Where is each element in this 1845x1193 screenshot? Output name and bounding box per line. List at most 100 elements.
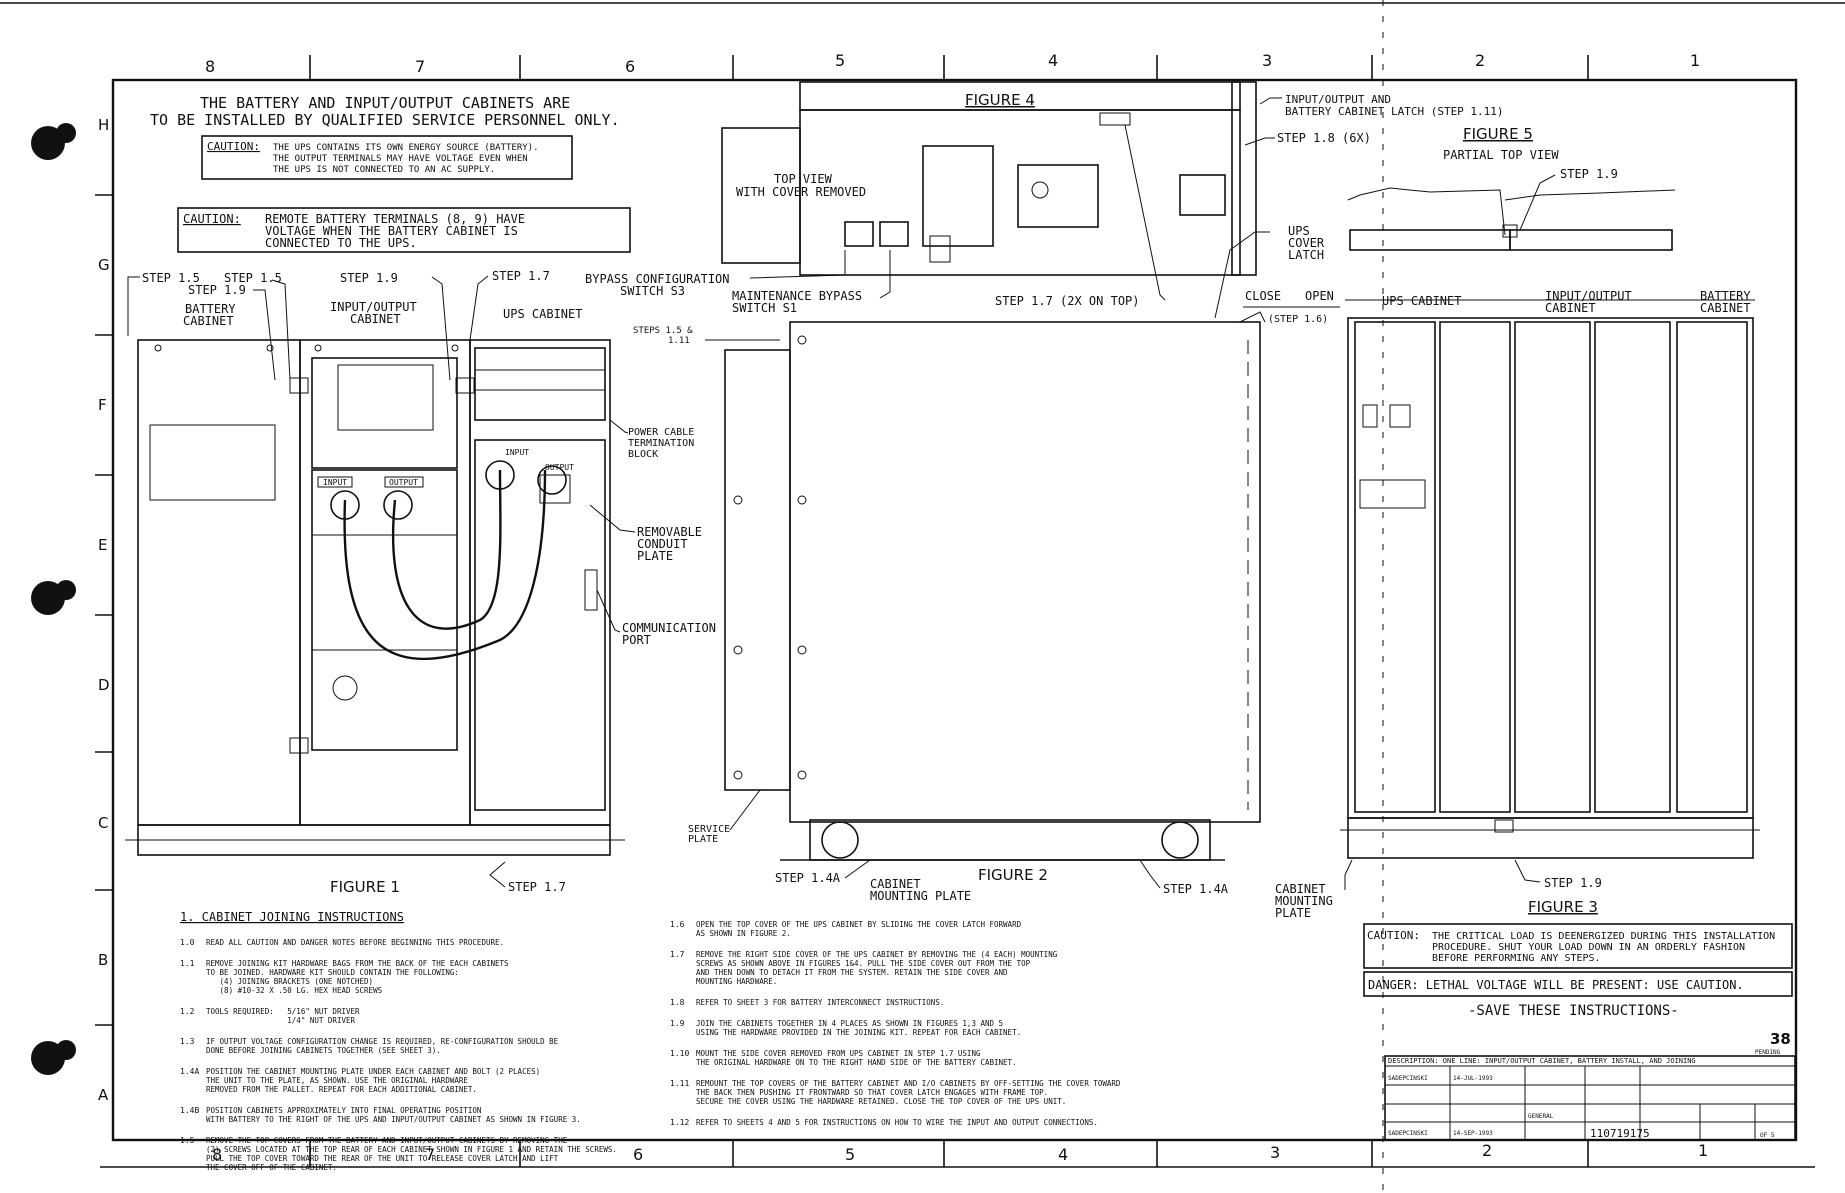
zone-labels-bottom: 8 7 6 5 4 3 2 1 <box>212 1141 1708 1164</box>
zone-left-g: G <box>98 256 110 274</box>
instructions-right-column: 1.6 OPEN THE TOP COVER OF THE UPS CABINET… <box>670 920 1121 1127</box>
fig2-open: OPEN <box>1305 289 1334 303</box>
caution-2-line-1: REMOTE BATTERY TERMINALS (8, 9) HAVE <box>265 212 525 226</box>
fig1-battery-label-2: CABINET <box>183 314 234 328</box>
title-block-drawing-no: 110719175 <box>1590 1127 1650 1140</box>
fig1-comm-1: COMMUNICATION <box>622 621 716 635</box>
fig4-bypass-2: SWITCH S3 <box>620 284 685 298</box>
zone-ticks <box>95 55 1589 1167</box>
fig4-ups-cover-1: UPS <box>1288 224 1310 238</box>
instruction-number: 1.12 <box>670 1118 689 1127</box>
fig4-title: FIGURE 4 <box>965 91 1035 109</box>
punch-holes <box>31 123 76 1075</box>
zone-top-4: 4 <box>1048 51 1058 70</box>
fig3-mount-1: CABINET <box>1275 882 1326 896</box>
caution-1-line-2: THE OUTPUT TERMINALS MAY HAVE VOLTAGE EV… <box>273 154 528 164</box>
instruction-line: OPEN THE TOP COVER OF THE UPS CABINET BY… <box>696 920 1022 929</box>
fig3-mount-2: MOUNTING <box>1275 894 1333 908</box>
fig1-io-input-label: INPUT <box>323 478 347 487</box>
instruction-line: 1/4" NUT DRIVER <box>206 1016 355 1025</box>
zone-top-5: 5 <box>835 51 845 70</box>
zone-labels-top: 8 7 6 5 4 3 2 1 <box>205 51 1700 76</box>
zone-top-8: 8 <box>205 57 215 76</box>
instructions-heading: 1. CABINET JOINING INSTRUCTIONS <box>180 910 404 924</box>
sheet-number: 38 <box>1770 1030 1791 1048</box>
fig1-ups-input-label: INPUT <box>505 448 529 457</box>
zone-bottom-8: 8 <box>212 1145 222 1164</box>
instruction-number: 1.11 <box>670 1079 689 1088</box>
instruction-number: 1.1 <box>180 959 195 968</box>
fig4-maint-2: SWITCH S1 <box>732 301 797 315</box>
fig2-steps-2: 1.11 <box>668 336 690 346</box>
instruction-number: 1.6 <box>670 920 685 929</box>
instruction-number: 1.8 <box>670 998 685 1007</box>
fig3-io-1: INPUT/OUTPUT <box>1545 289 1632 303</box>
instruction-line: AND THEN DOWN TO DETACH IT FROM THE SYST… <box>696 968 1008 977</box>
zone-bottom-2: 2 <box>1482 1141 1492 1160</box>
instruction-number: 1.7 <box>670 950 685 959</box>
instruction-line: DONE BEFORE JOINING CABINETS TOGETHER (S… <box>206 1046 441 1055</box>
fig2-mount-2: MOUNTING PLATE <box>870 889 971 903</box>
fig1-step-1-9-a: STEP 1.9 <box>188 283 246 297</box>
fig4-bypass-1: BYPASS CONFIGURATION <box>585 272 730 286</box>
fig4-step-1-7: STEP 1.7 (2X ON TOP) <box>995 294 1140 308</box>
fig4-top-view-2: WITH COVER REMOVED <box>736 185 866 199</box>
caution-3-line-2: PROCEDURE. SHUT YOUR LOAD DOWN IN AN ORD… <box>1432 942 1745 953</box>
zone-top-6: 6 <box>625 57 635 76</box>
fig2-title: FIGURE 2 <box>978 866 1048 884</box>
caution-1-line-1: THE UPS CONTAINS ITS OWN ENERGY SOURCE (… <box>273 143 539 153</box>
instruction-number: 1.4B <box>180 1106 199 1115</box>
caution-3-line-1: THE CRITICAL LOAD IS DEENERGIZED DURING … <box>1432 931 1775 942</box>
instruction-line: REMOVE JOINING KIT HARDWARE BAGS FROM TH… <box>206 959 509 968</box>
instruction-line: THE UNIT TO THE PLATE, AS SHOWN. USE THE… <box>206 1076 468 1085</box>
instruction-line: REFER TO SHEET 3 FOR BATTERY INTERCONNEC… <box>696 998 944 1007</box>
fig1-step-1-9-b: STEP 1.9 <box>340 271 398 285</box>
instruction-line: REMOVED FROM THE PALLET. REPEAT FOR EACH… <box>206 1085 477 1094</box>
instruction-line: (2) SCREWS LOCATED AT THE TOP REAR OF EA… <box>206 1145 617 1154</box>
figure-5: FIGURE 5 PARTIAL TOP VIEW STEP 1.9 <box>1347 125 1676 251</box>
fig3-title: FIGURE 3 <box>1528 898 1598 916</box>
zone-left-f: F <box>98 396 107 414</box>
caution-box-2: CAUTION: REMOTE BATTERY TERMINALS (8, 9)… <box>177 207 631 253</box>
title-block-drawn-by: SADEPCINSKI <box>1388 1075 1428 1082</box>
instruction-line: THE COVER OFF OF THE CABINET. <box>206 1163 337 1172</box>
zone-labels-left: H G F E D C B A <box>98 116 110 1104</box>
instruction-line: POSITION CABINETS APPROXIMATELY INTO FIN… <box>206 1106 481 1115</box>
fig1-io-label-2: CABINET <box>350 312 401 326</box>
zone-left-c: C <box>98 814 108 832</box>
fig3-io-2: CABINET <box>1545 301 1596 315</box>
instruction-line: IF OUTPUT VOLTAGE CONFIGURATION CHANGE I… <box>206 1037 559 1046</box>
zone-top-1: 1 <box>1690 51 1700 70</box>
fig1-battery-vent <box>149 424 276 501</box>
fig2-service-2: PLATE <box>688 834 718 845</box>
title-block-date-1: 14-JUL-1993 <box>1453 1075 1493 1082</box>
instruction-line: AS SHOWN IN FIGURE 2. <box>696 929 791 938</box>
fig5-title: FIGURE 5 <box>1463 125 1533 143</box>
instruction-line: PULL THE TOP COVER TOWARD THE REAR OF TH… <box>206 1154 559 1163</box>
instruction-number: 1.3 <box>180 1037 195 1046</box>
zone-bottom-5: 5 <box>845 1145 855 1164</box>
warning-title: THE BATTERY AND INPUT/OUTPUT CABINETS AR… <box>150 94 620 129</box>
instruction-line: SECURE THE COVER USING THE HARDWARE RETA… <box>696 1097 1066 1106</box>
figure-3: UPS CABINET INPUT/OUTPUT CABINET BATTERY… <box>1275 289 1760 920</box>
instruction-line: THE ORIGINAL HARDWARE ON TO THE RIGHT HA… <box>696 1058 1017 1067</box>
fig4-maint-1: MAINTENANCE BYPASS <box>732 289 862 303</box>
zone-left-h: H <box>98 116 109 134</box>
title-block-customer: GENERAL <box>1528 1113 1554 1120</box>
instruction-line: SCREWS AS SHOWN ABOVE IN FIGURES 1&4. PU… <box>696 959 1031 968</box>
fig2-steps-1: STEPS 1.5 & <box>633 326 693 336</box>
zone-bottom-6: 6 <box>633 1145 643 1164</box>
title-block-sheet: OF 5 <box>1760 1132 1775 1139</box>
title-block-description: DESCRIPTION: ONE LINE: INPUT/OUTPUT CABI… <box>1388 1057 1696 1065</box>
instruction-line: REMOUNT THE TOP COVERS OF THE BATTERY CA… <box>696 1079 1121 1088</box>
danger-box: DANGER: LETHAL VOLTAGE WILL BE PRESENT: … <box>1363 971 1793 997</box>
warning-line-2: TO BE INSTALLED BY QUALIFIED SERVICE PER… <box>150 111 620 129</box>
fig1-power-cable-1: POWER CABLE <box>628 427 694 438</box>
fig2-step-1-6: (STEP 1.6) <box>1268 314 1328 325</box>
fig1-io-output-label: OUTPUT <box>389 478 418 487</box>
fig1-io-label-1: INPUT/OUTPUT <box>330 300 417 314</box>
